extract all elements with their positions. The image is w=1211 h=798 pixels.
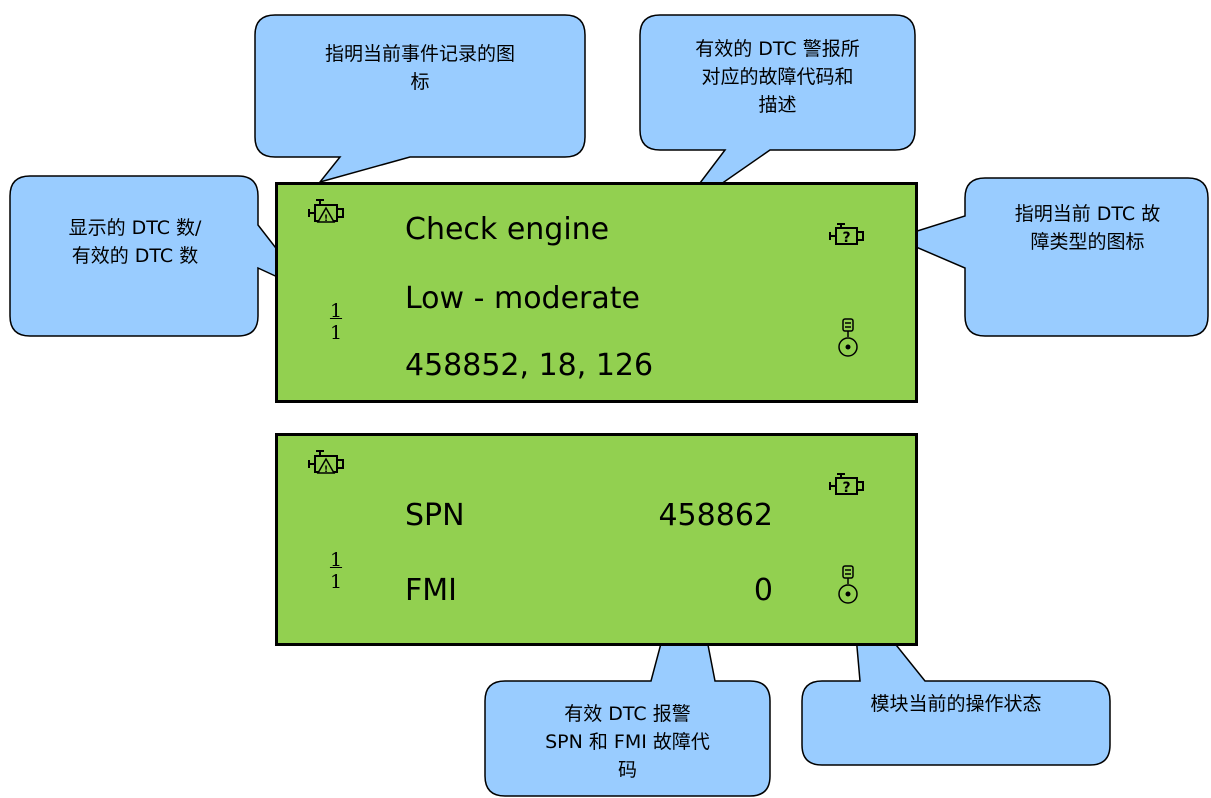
- lcd-screen-spn-fmi: ! SPN 458862 FMI 0 1 1 ?: [275, 433, 918, 646]
- svg-text:!: !: [324, 214, 328, 224]
- svg-text:?: ?: [842, 480, 850, 496]
- engine-question-icon: ?: [829, 473, 864, 496]
- spn-label: SPN: [405, 498, 465, 533]
- module-state-icon: [838, 565, 858, 604]
- spn-value: 458862: [658, 498, 773, 533]
- module-state-icon: [838, 318, 858, 357]
- callout-bubble-event-icon: [254, 14, 586, 184]
- callout-fault-type-text: 指明当前 DTC 故 障类型的图标: [1014, 203, 1161, 253]
- callout-module-state-text: 模块当前的操作状态: [870, 693, 1042, 715]
- fmi-value: 0: [753, 573, 773, 608]
- callout-event-icon-text: 指明当前事件记录的图 标: [324, 43, 515, 93]
- screen1-line3: 458852, 18, 126: [405, 348, 654, 383]
- callout-fault-code-text: 有效的 DTC 警报所 对应的故障代码和 描述: [695, 38, 860, 116]
- svg-text:!: !: [324, 465, 328, 475]
- dtc-count-displayed: 1: [329, 300, 343, 322]
- dtc-count-active: 1: [329, 571, 343, 593]
- callout-spn-fmi-text: 有效 DTC 报警 SPN 和 FMI 故障代 码: [545, 703, 710, 781]
- engine-warning-icon: !: [308, 450, 344, 475]
- dtc-count-fraction: 1 1: [326, 549, 346, 593]
- callout-bubble-fault-type: [892, 177, 1209, 337]
- dtc-count-fraction: 1 1: [326, 300, 346, 344]
- fmi-label: FMI: [405, 573, 457, 608]
- engine-question-icon: ?: [829, 223, 864, 246]
- dtc-count-displayed: 1: [329, 549, 343, 571]
- screen1-line2: Low - moderate: [405, 281, 640, 316]
- svg-text:?: ?: [842, 230, 850, 246]
- lcd-screen-overview: ! Check engine Low - moderate 458852, 18…: [275, 182, 918, 403]
- screen1-line1: Check engine: [405, 212, 610, 247]
- callout-dtc-count-text: 显示的 DTC 数/ 有效的 DTC 数: [68, 217, 202, 267]
- dtc-count-active: 1: [329, 322, 343, 344]
- callout-bubble-dtc-count: [9, 175, 311, 337]
- engine-warning-icon: !: [308, 199, 344, 224]
